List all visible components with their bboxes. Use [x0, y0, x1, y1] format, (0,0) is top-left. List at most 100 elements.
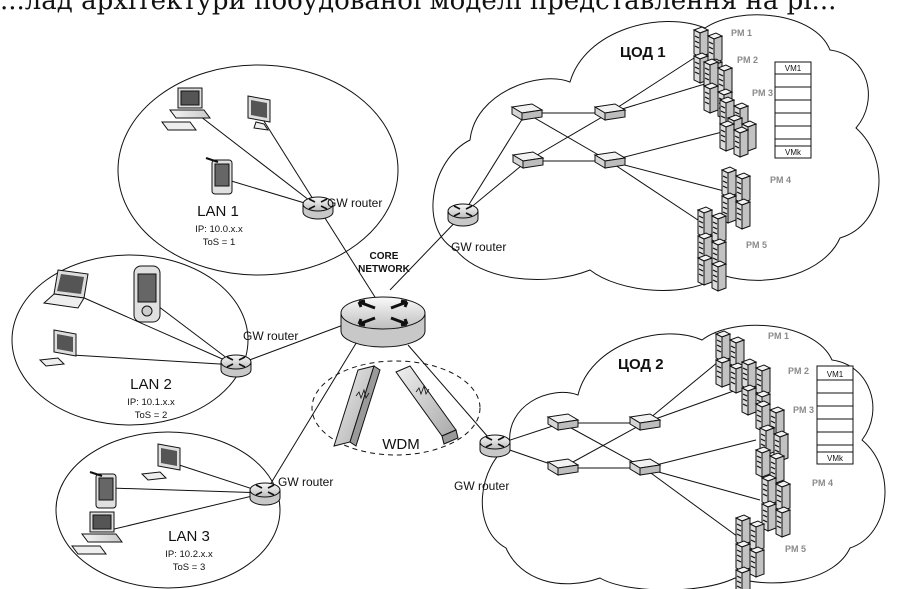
router-icon [479, 434, 511, 458]
wdm-label: WDM [382, 436, 420, 453]
desktop-computer-icon [71, 511, 123, 555]
datacenter-1-label: ЦОД 1 [620, 44, 666, 61]
server-icon [710, 260, 728, 292]
server-icon [720, 166, 738, 198]
server-icon [716, 64, 734, 96]
server-icon [710, 212, 728, 244]
lan-2-ip: IP: 10.1.x.x [127, 397, 175, 408]
pda-icon [89, 471, 117, 509]
server-icon [754, 364, 772, 396]
server-icon [732, 126, 750, 158]
switch-icon [628, 458, 662, 476]
server-icon [734, 172, 752, 204]
monitor-icon [247, 95, 271, 131]
gw-label-dc-2: GW router [454, 479, 509, 493]
router-icon [249, 482, 281, 506]
dc-2-pm-2-label: PM 2 [788, 366, 809, 376]
dc-1-vm-last: VMk [785, 148, 802, 157]
monitor-icon [38, 329, 77, 367]
datacenter-2-label: ЦОД 2 [618, 356, 664, 373]
gw-label-lan-3: GW router [278, 475, 333, 489]
dc-2-pm-1-label: PM 1 [768, 331, 789, 341]
lan-3-ip: IP: 10.2.x.x [165, 549, 213, 560]
server-icon [702, 82, 720, 114]
server-icon [734, 566, 752, 589]
switch-icon [546, 413, 580, 431]
dc-2-pm-5-label: PM 5 [785, 544, 806, 554]
server-icon [734, 198, 752, 230]
lan-1-ellipse [117, 64, 399, 276]
server-icon [748, 520, 766, 552]
wdm-multiplexer-icon [333, 365, 381, 447]
lan-1-name: LAN 1 [197, 203, 239, 220]
router-icon [220, 354, 252, 378]
datacenter-1-vm-table: VM1 VMk [774, 61, 812, 159]
lan-3-name: LAN 3 [168, 528, 210, 545]
dc-2-vm-last: VMk [827, 454, 844, 463]
server-icon [740, 384, 758, 416]
datacenter-2-links [561, 361, 761, 543]
server-icon [696, 206, 714, 238]
dc-1-pm-2-label: PM 2 [737, 55, 758, 65]
server-icon [768, 452, 786, 484]
lan-2-tos: ToS = 2 [135, 410, 167, 421]
aggregation-switches [510, 103, 662, 476]
gw-label-lan-2: GW router [243, 329, 298, 343]
server-icon [754, 446, 772, 478]
dc-1-pm-4-label: PM 4 [770, 175, 791, 185]
dc-1-vm-first: VM1 [785, 64, 802, 73]
dc-1-pm-1-label: PM 1 [731, 28, 752, 38]
lan-1-ip: IP: 10.0.x.x [195, 224, 243, 235]
core-router-icon [340, 296, 426, 348]
server-icon [706, 32, 724, 64]
server-icon [774, 480, 792, 512]
lan-3-tos: ToS = 3 [173, 562, 205, 573]
datacenter-1-links [525, 57, 731, 229]
server-icon [734, 514, 752, 546]
core-label-line2: NETWORK [358, 264, 410, 275]
switch-icon [628, 413, 662, 431]
server-icon [734, 540, 752, 572]
page-heading: ...лад архітектури побудованої моделі пр… [0, 0, 837, 16]
gw-label-dc-1: GW router [451, 240, 506, 254]
switch-icon [593, 103, 627, 121]
dc-1-pm-5-label: PM 5 [746, 240, 767, 250]
wdm-multiplexer-icon [395, 365, 459, 445]
laptop-icon [42, 269, 89, 309]
lan-1-tos: ToS = 1 [203, 237, 235, 248]
router-icon [447, 203, 479, 227]
switch-icon [511, 151, 545, 169]
server-icon [718, 120, 736, 152]
datacenter-1-cloud [432, 14, 880, 291]
monitor-icon [140, 443, 181, 481]
dc-1-pm-3-label: PM 3 [752, 88, 773, 98]
router-icon [302, 196, 334, 220]
lan-2-name: LAN 2 [130, 376, 172, 393]
server-icon [774, 506, 792, 538]
gateway-routers [220, 196, 511, 506]
dc-2-vm-first: VM1 [827, 370, 844, 379]
server-icon [696, 254, 714, 286]
server-icon [714, 356, 732, 388]
dc-2-pm-4-label: PM 4 [812, 478, 833, 488]
switch-icon [510, 103, 544, 121]
core-label-line1: CORE [370, 251, 399, 262]
datacenter-2-vm-table: VM1 VMk [816, 365, 854, 465]
pda-icon [133, 265, 161, 323]
pda-icon [205, 157, 233, 195]
server-icon [692, 26, 710, 58]
dc-2-pm-3-label: PM 3 [793, 405, 814, 415]
gw-label-lan-1: GW router [327, 196, 382, 210]
lan-3-ellipse [55, 431, 281, 589]
server-icon [760, 474, 778, 506]
physical-servers [692, 26, 792, 589]
desktop-computer-icon [161, 87, 211, 131]
switch-icon [593, 151, 627, 169]
switch-icon [546, 458, 580, 476]
server-icon [728, 336, 746, 368]
server-icon [748, 546, 766, 578]
server-icon [740, 358, 758, 390]
server-icon [714, 330, 732, 362]
